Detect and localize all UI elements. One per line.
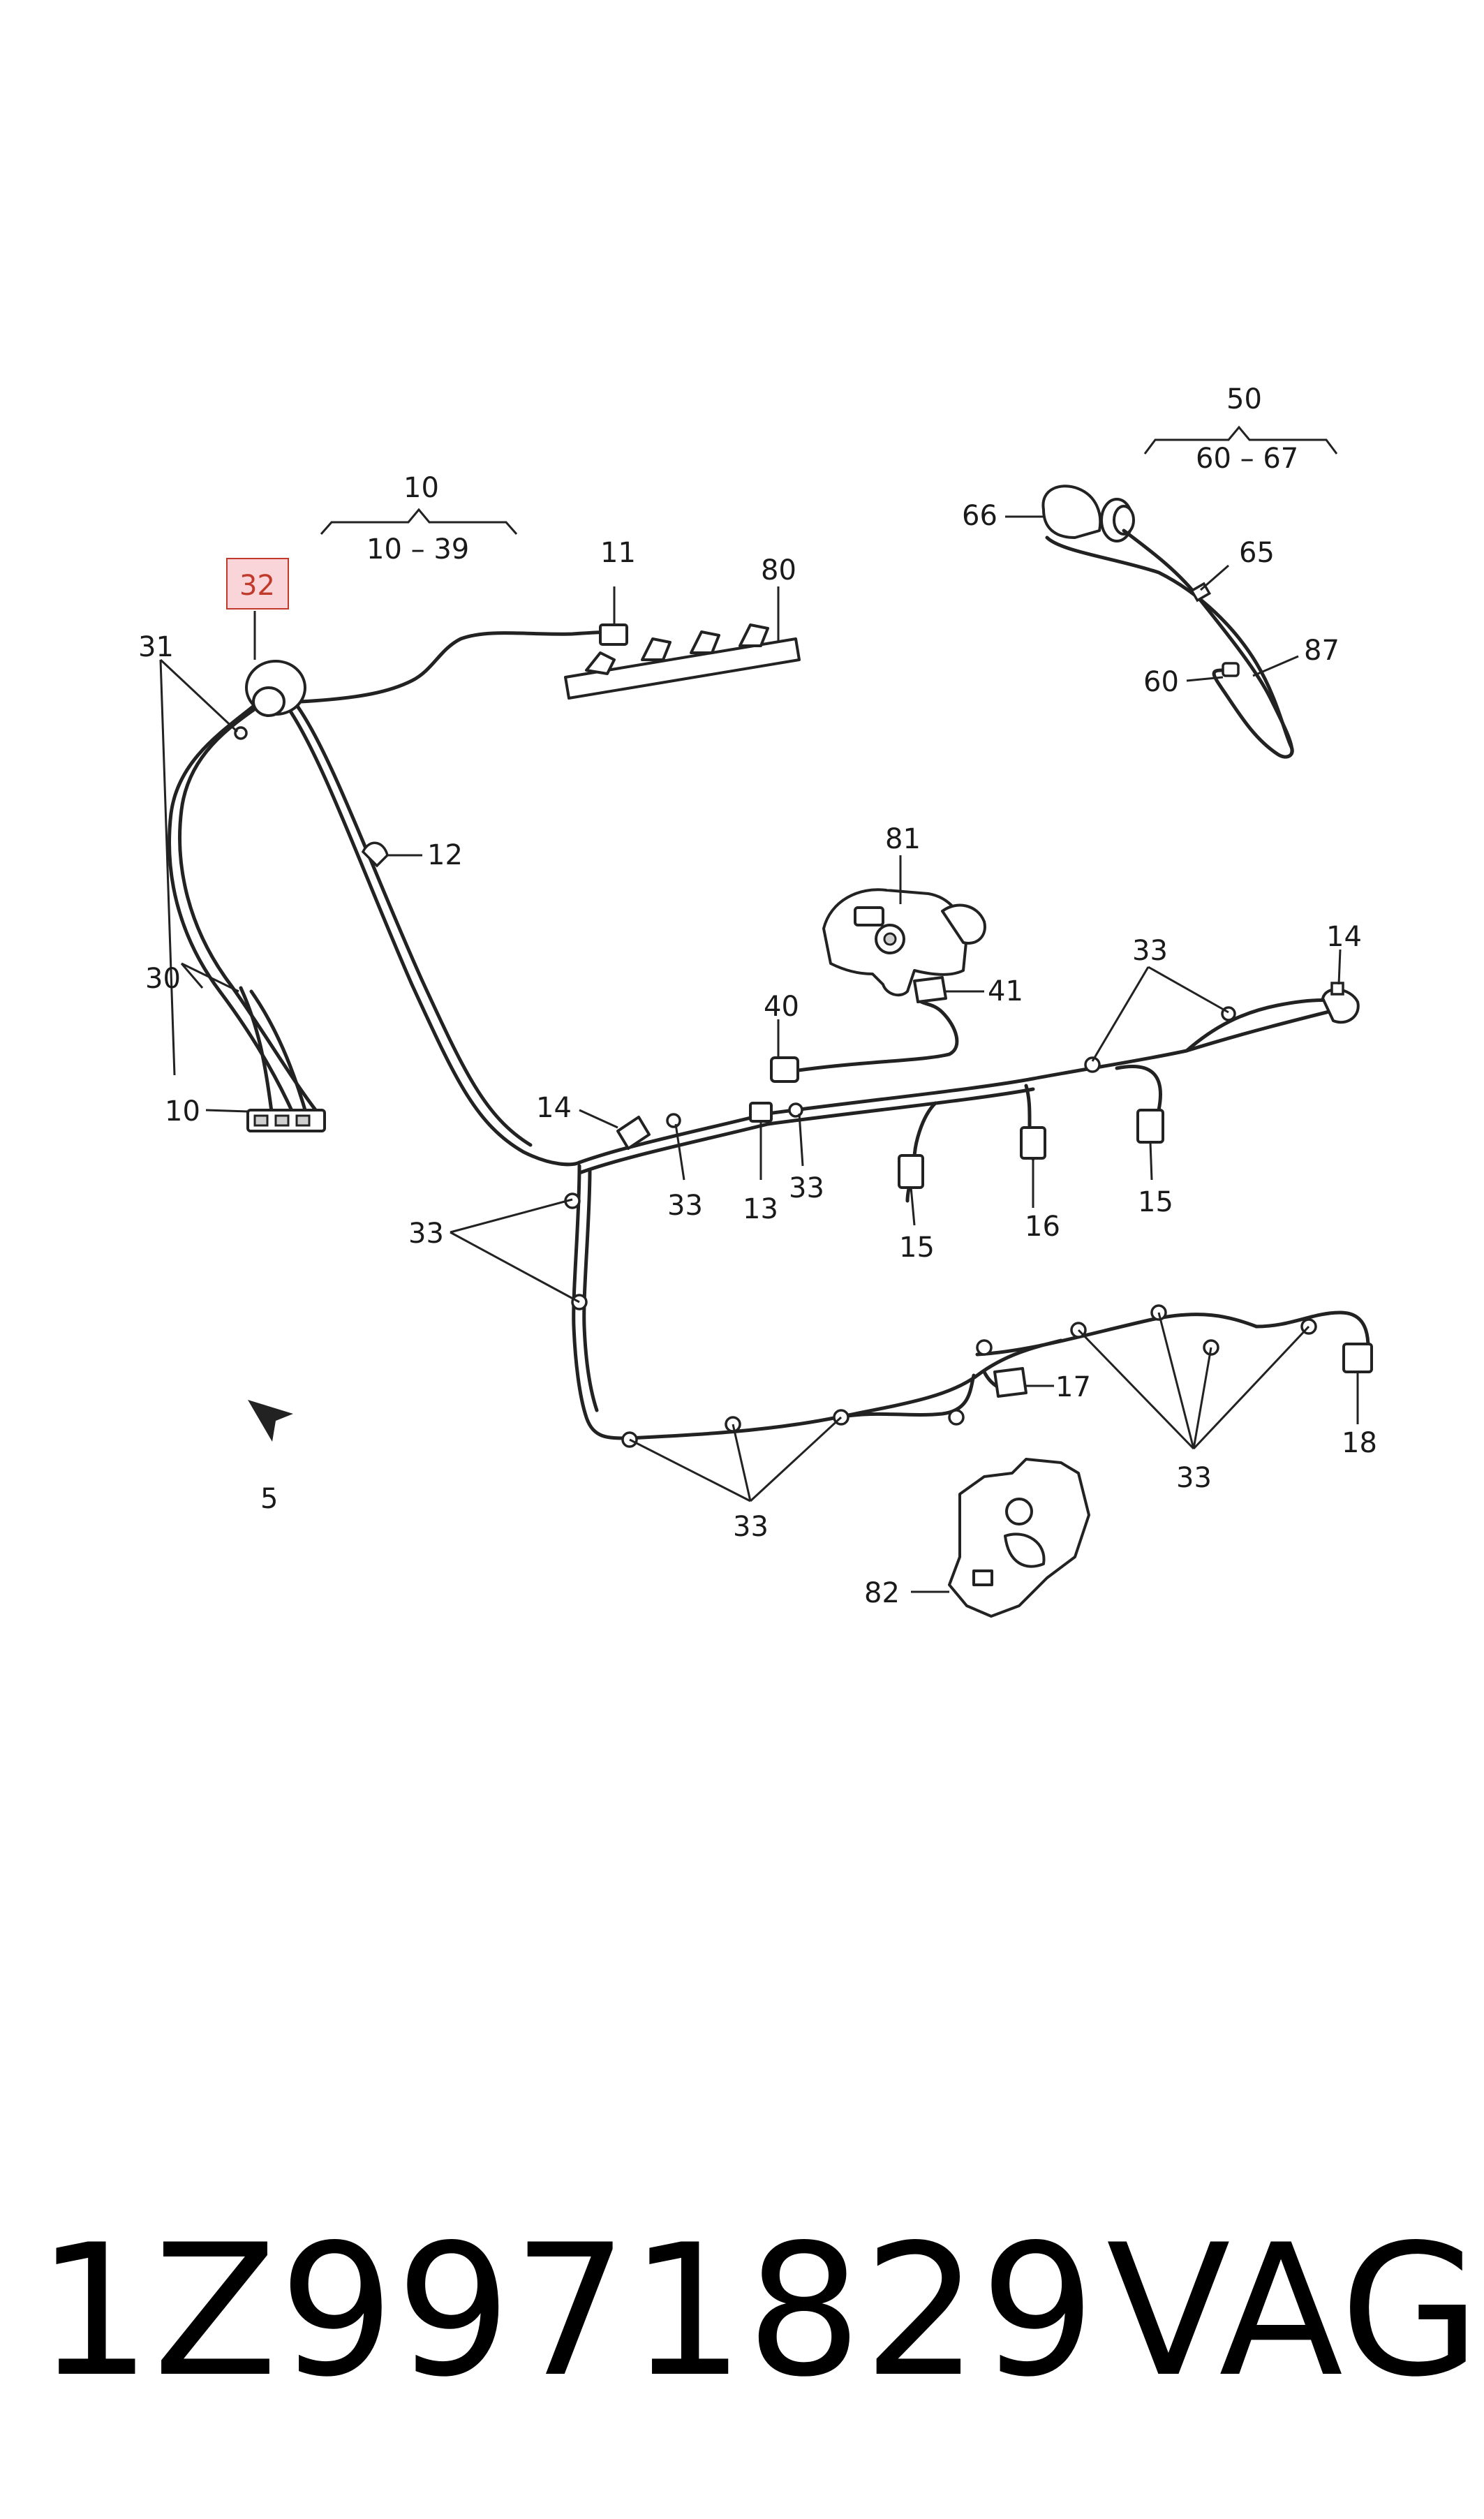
label-33-d: 33 xyxy=(408,1218,444,1250)
label-10-top: 10 xyxy=(403,472,439,504)
connector-13[interactable] xyxy=(749,1102,773,1123)
label-50-range: 60 – 67 xyxy=(1196,443,1298,475)
brand-name: VAG xyxy=(1106,2206,1481,2417)
label-33-a: 33 xyxy=(1132,935,1168,967)
connector-40[interactable] xyxy=(770,1056,799,1083)
label-10-range: 10 – 39 xyxy=(366,533,469,566)
label-11: 11 xyxy=(600,537,636,569)
label-31: 31 xyxy=(138,631,174,663)
label-41: 41 xyxy=(988,975,1023,1007)
label-18: 18 xyxy=(1342,1427,1377,1459)
label-15-b: 15 xyxy=(1138,1186,1173,1218)
label-33-e: 33 xyxy=(733,1511,769,1543)
label-66: 66 xyxy=(962,500,997,532)
sensor-assembly-50[interactable] xyxy=(1041,485,1294,759)
wiper-motor-81[interactable] xyxy=(822,888,986,997)
label-14-left: 14 xyxy=(536,1092,572,1124)
clip-12[interactable] xyxy=(361,841,389,868)
connector-14-right[interactable] xyxy=(1321,982,1360,1024)
label-5: 5 xyxy=(260,1483,278,1515)
label-15-a: 15 xyxy=(899,1232,935,1264)
connector-10[interactable] xyxy=(246,1109,326,1132)
label-81: 81 xyxy=(885,823,921,855)
connector-17[interactable] xyxy=(993,1367,1027,1398)
connector-14-left[interactable] xyxy=(616,1116,651,1150)
connector-15-a[interactable] xyxy=(898,1154,924,1189)
leader-lines xyxy=(159,515,1359,1593)
connector-41[interactable] xyxy=(913,976,947,1003)
grommet-32[interactable] xyxy=(245,660,306,717)
connector-16[interactable] xyxy=(1020,1126,1046,1160)
bracket-10 xyxy=(320,508,518,535)
clips-33 xyxy=(234,726,1317,1448)
label-12: 12 xyxy=(427,839,463,871)
label-10-left: 10 xyxy=(165,1095,200,1128)
label-82: 82 xyxy=(864,1577,900,1609)
label-40: 40 xyxy=(764,991,799,1023)
label-33-c: 33 xyxy=(789,1172,824,1204)
label-33-f: 33 xyxy=(1176,1462,1212,1494)
direction-arrow-5 xyxy=(248,1400,293,1442)
highlight-box-32 xyxy=(226,558,289,610)
label-65: 65 xyxy=(1239,537,1275,569)
label-80: 80 xyxy=(761,554,796,586)
label-13: 13 xyxy=(743,1193,778,1225)
label-60: 60 xyxy=(1143,666,1179,698)
label-14-right: 14 xyxy=(1326,921,1362,953)
main-harness xyxy=(168,630,1370,1440)
footer-caption: 1Z9971829 VAG xyxy=(0,2206,1484,2417)
label-87: 87 xyxy=(1304,635,1340,667)
third-brake-light-80[interactable] xyxy=(564,623,801,700)
label-32: 32 xyxy=(239,570,275,602)
label-30: 30 xyxy=(145,963,181,995)
callout-labels: 10 10 – 39 50 60 – 67 32 31 30 10 11 80 … xyxy=(138,383,1377,1609)
connector-11[interactable] xyxy=(599,623,628,646)
connector-18[interactable] xyxy=(1342,1343,1373,1373)
part-number: 1Z9971829 xyxy=(36,2206,1097,2417)
connector-15-b[interactable] xyxy=(1136,1109,1164,1144)
label-50: 50 xyxy=(1226,383,1262,415)
label-17: 17 xyxy=(1055,1371,1091,1403)
bracket-50 xyxy=(1143,425,1338,455)
lock-82[interactable] xyxy=(948,1458,1090,1618)
label-16: 16 xyxy=(1025,1211,1060,1243)
label-33-b: 33 xyxy=(667,1190,703,1222)
